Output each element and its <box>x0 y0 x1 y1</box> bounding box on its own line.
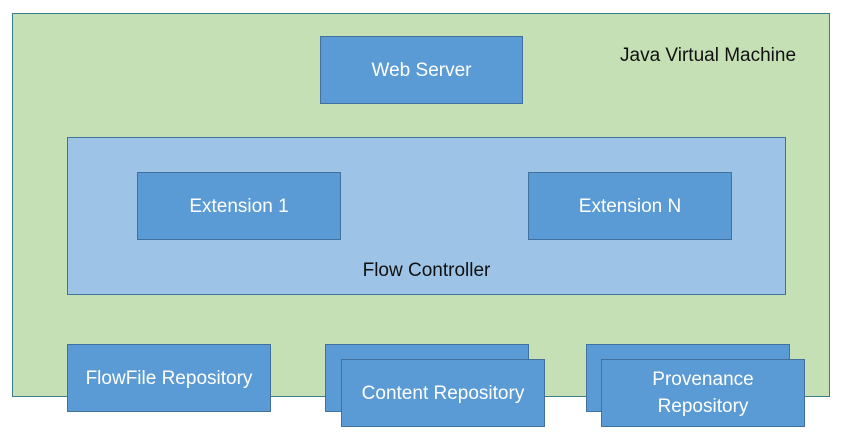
flowfile-repository-box: FlowFile Repository <box>67 344 271 412</box>
provenance-repository-box: Provenance Repository <box>601 359 805 427</box>
web-server-label: Web Server <box>371 59 472 81</box>
extension-1-label: Extension 1 <box>189 195 289 217</box>
web-server-box: Web Server <box>320 36 523 104</box>
content-repository-box: Content Repository <box>341 359 545 427</box>
flowfile-repository-label: FlowFile Repository <box>85 367 253 389</box>
extension-1-box: Extension 1 <box>137 172 341 240</box>
extension-n-label: Extension N <box>578 195 682 217</box>
extension-n-box: Extension N <box>528 172 732 240</box>
provenance-repository-label-line1: Provenance <box>652 369 754 390</box>
jvm-label: Java Virtual Machine <box>620 45 797 66</box>
flow-controller-label: Flow Controller <box>362 260 491 281</box>
provenance-repository-label-line2: Repository <box>657 396 749 417</box>
flow-controller-box: Extension 1 Extension N Flow Controller <box>67 137 786 295</box>
content-repository-label: Content Repository <box>361 382 525 404</box>
